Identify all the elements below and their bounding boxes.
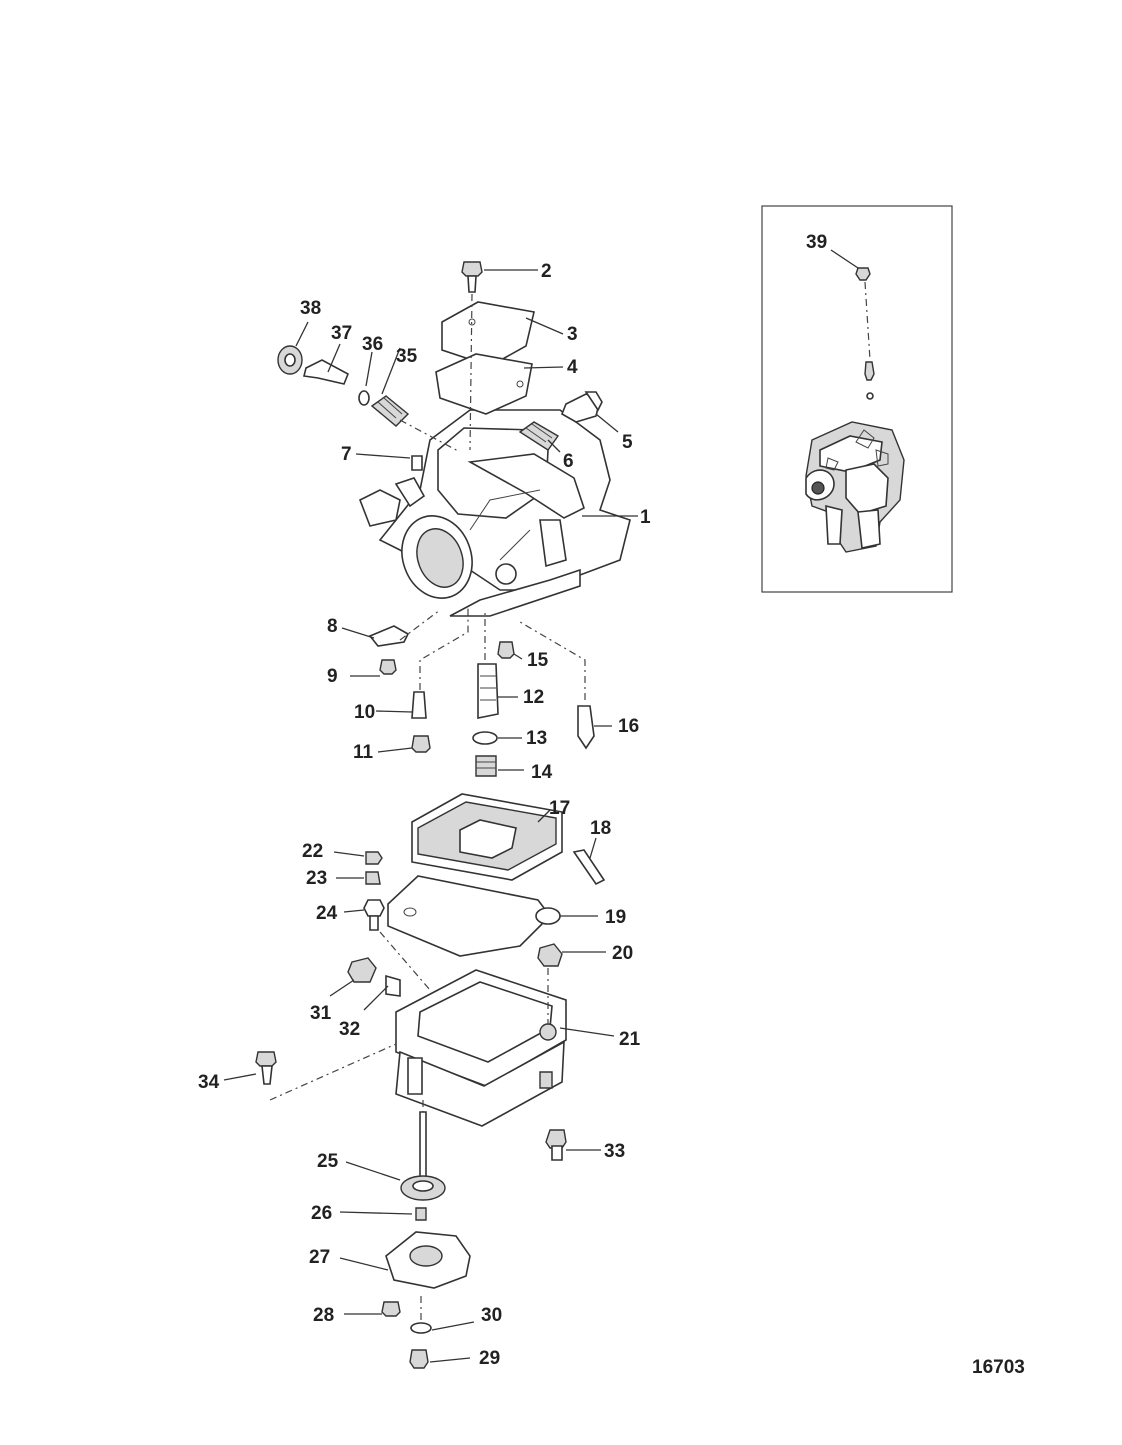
callout-39: 39 <box>806 232 827 253</box>
left-side-parts <box>277 345 461 471</box>
callout-34: 34 <box>198 1072 220 1093</box>
callout-16: 16 <box>618 716 639 737</box>
callout-labels: 1 2 3 4 5 6 7 8 9 10 11 12 13 14 15 16 1… <box>198 232 827 1369</box>
callout-35: 35 <box>396 346 418 367</box>
callout-15: 15 <box>527 650 549 671</box>
left-fittings <box>347 851 431 997</box>
inset-carburetor <box>805 421 905 553</box>
callout-21: 21 <box>619 1029 641 1050</box>
callout-30: 30 <box>481 1305 502 1326</box>
inset-panel <box>761 205 953 593</box>
callout-4: 4 <box>567 357 578 378</box>
callout-25: 25 <box>317 1151 339 1172</box>
callout-19: 19 <box>605 907 626 928</box>
callout-33: 33 <box>604 1141 625 1162</box>
right-side-parts <box>518 391 603 451</box>
figure-number: 16703 <box>972 1357 1025 1378</box>
callout-32: 32 <box>339 1019 360 1040</box>
callout-27: 27 <box>309 1247 330 1268</box>
callout-18: 18 <box>590 818 611 839</box>
bolt-34 <box>255 1043 397 1101</box>
callout-23: 23 <box>306 868 327 889</box>
top-cover-parts <box>435 261 535 451</box>
callout-11: 11 <box>353 742 374 763</box>
callout-1: 1 <box>640 507 651 528</box>
float-bowl <box>395 943 567 1161</box>
callout-20: 20 <box>612 943 633 964</box>
callout-28: 28 <box>313 1305 334 1326</box>
callout-10: 10 <box>354 702 375 723</box>
callout-9: 9 <box>327 666 338 687</box>
lower-jets-parts <box>368 606 595 777</box>
callout-8: 8 <box>327 616 338 637</box>
callout-2: 2 <box>541 261 552 282</box>
callout-37: 37 <box>331 323 352 344</box>
carburetor-body <box>358 409 631 617</box>
float-assembly <box>387 793 606 957</box>
leader-lines <box>223 269 638 1363</box>
diaphragm-assembly <box>381 1100 471 1369</box>
callout-31: 31 <box>310 1003 332 1024</box>
callout-5: 5 <box>622 432 633 453</box>
callout-26: 26 <box>311 1203 332 1224</box>
callout-36: 36 <box>362 334 383 355</box>
callout-29: 29 <box>479 1348 500 1369</box>
callout-14: 14 <box>531 762 553 783</box>
callout-7: 7 <box>341 444 352 465</box>
callout-6: 6 <box>563 451 574 472</box>
callout-38: 38 <box>300 298 321 319</box>
callout-3: 3 <box>567 324 578 345</box>
callout-17: 17 <box>549 798 570 819</box>
callout-22: 22 <box>302 841 323 862</box>
callout-13: 13 <box>526 728 547 749</box>
callout-24: 24 <box>316 903 338 924</box>
callout-12: 12 <box>523 687 544 708</box>
